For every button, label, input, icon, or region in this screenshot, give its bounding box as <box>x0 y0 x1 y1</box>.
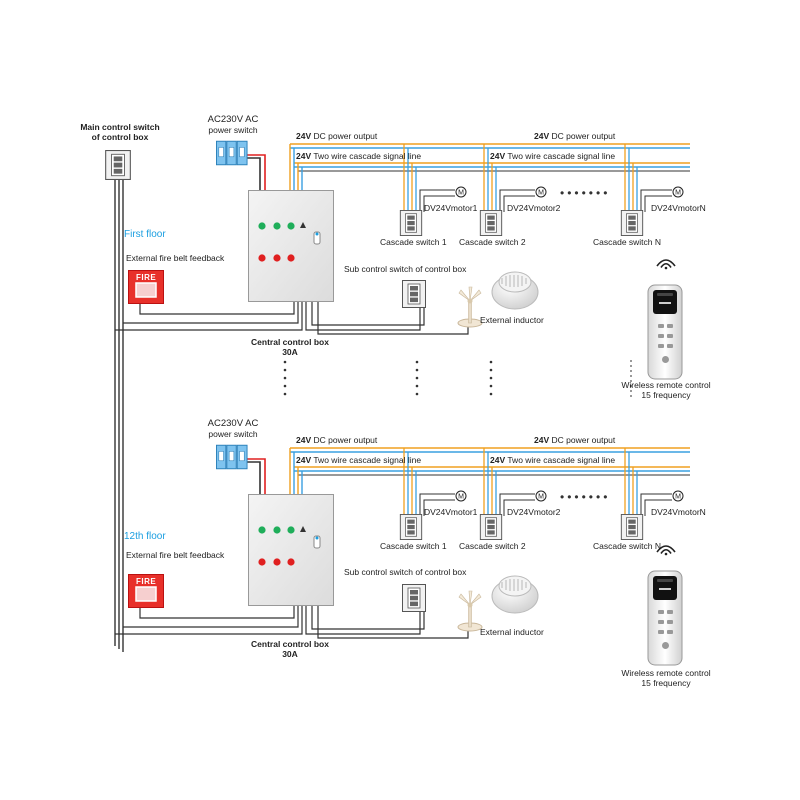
ac-power-switch-label: AC230V AC power switch <box>207 418 259 439</box>
cascade-switch-label: Cascade switch N <box>593 237 662 247</box>
fire-sign-text: FIRE <box>136 577 157 586</box>
more-motors-dots: ••••••• <box>560 186 611 200</box>
motor-label: DV24Vmotor1 <box>424 507 478 517</box>
dc-power-output-label: 24V DC power output <box>534 435 616 445</box>
dc-power-output-label: 24V DC power output <box>534 131 616 141</box>
signal-line-label: 24V Two wire cascade signal line <box>296 151 422 161</box>
sub-control-label: Sub control switch of control box <box>344 264 467 274</box>
main-riser-wires <box>114 177 124 652</box>
external-inductor-label: External inductor <box>480 627 544 637</box>
remote-label: Wireless remote control 15 frequency <box>621 380 711 400</box>
more-motors-dots: ••••••• <box>560 490 611 504</box>
motor-label: DV24Vmotor1 <box>424 203 478 213</box>
signal-line-label: 24V Two wire cascade signal line <box>296 455 422 465</box>
motor-label: DV24VmotorN <box>651 203 706 213</box>
floor-12-group <box>115 447 690 639</box>
cascade-switch-label: Cascade switch 1 <box>380 237 447 247</box>
remote-label: Wireless remote control 15 frequency <box>621 668 711 688</box>
cascade-switch-label: Cascade switch 2 <box>459 541 526 551</box>
motor-label: DV24VmotorN <box>651 507 706 517</box>
cascade-switch-label: Cascade switch N <box>593 541 662 551</box>
cascade-switch-label: Cascade switch 1 <box>380 541 447 551</box>
floor-title: First floor <box>124 229 166 240</box>
motor-label: DV24Vmotor2 <box>507 203 561 213</box>
ac-power-switch-label: AC230V AC power switch <box>207 114 259 135</box>
external-inductor-label: External inductor <box>480 315 544 325</box>
fire-feedback-label: External fire belt feedback <box>126 550 225 560</box>
floor-title: 12th floor <box>124 531 166 542</box>
cascade-switch-label: Cascade switch 2 <box>459 237 526 247</box>
central-box-label: Central control box 30A <box>251 639 329 659</box>
motor-label: DV24Vmotor2 <box>507 507 561 517</box>
signal-line-label: 24V Two wire cascade signal line <box>490 151 616 161</box>
fire-feedback-label: External fire belt feedback <box>126 253 225 263</box>
fire-sign-text: FIRE <box>136 273 157 282</box>
sub-control-label: Sub control switch of control box <box>344 567 467 577</box>
signal-line-label: 24V Two wire cascade signal line <box>490 455 616 465</box>
main-switch-label: Main control switch of control box <box>80 122 160 142</box>
central-box-label: Central control box 30A <box>251 337 329 357</box>
dc-power-output-label: 24V DC power output <box>296 435 378 445</box>
dc-power-output-label: 24V DC power output <box>296 131 378 141</box>
